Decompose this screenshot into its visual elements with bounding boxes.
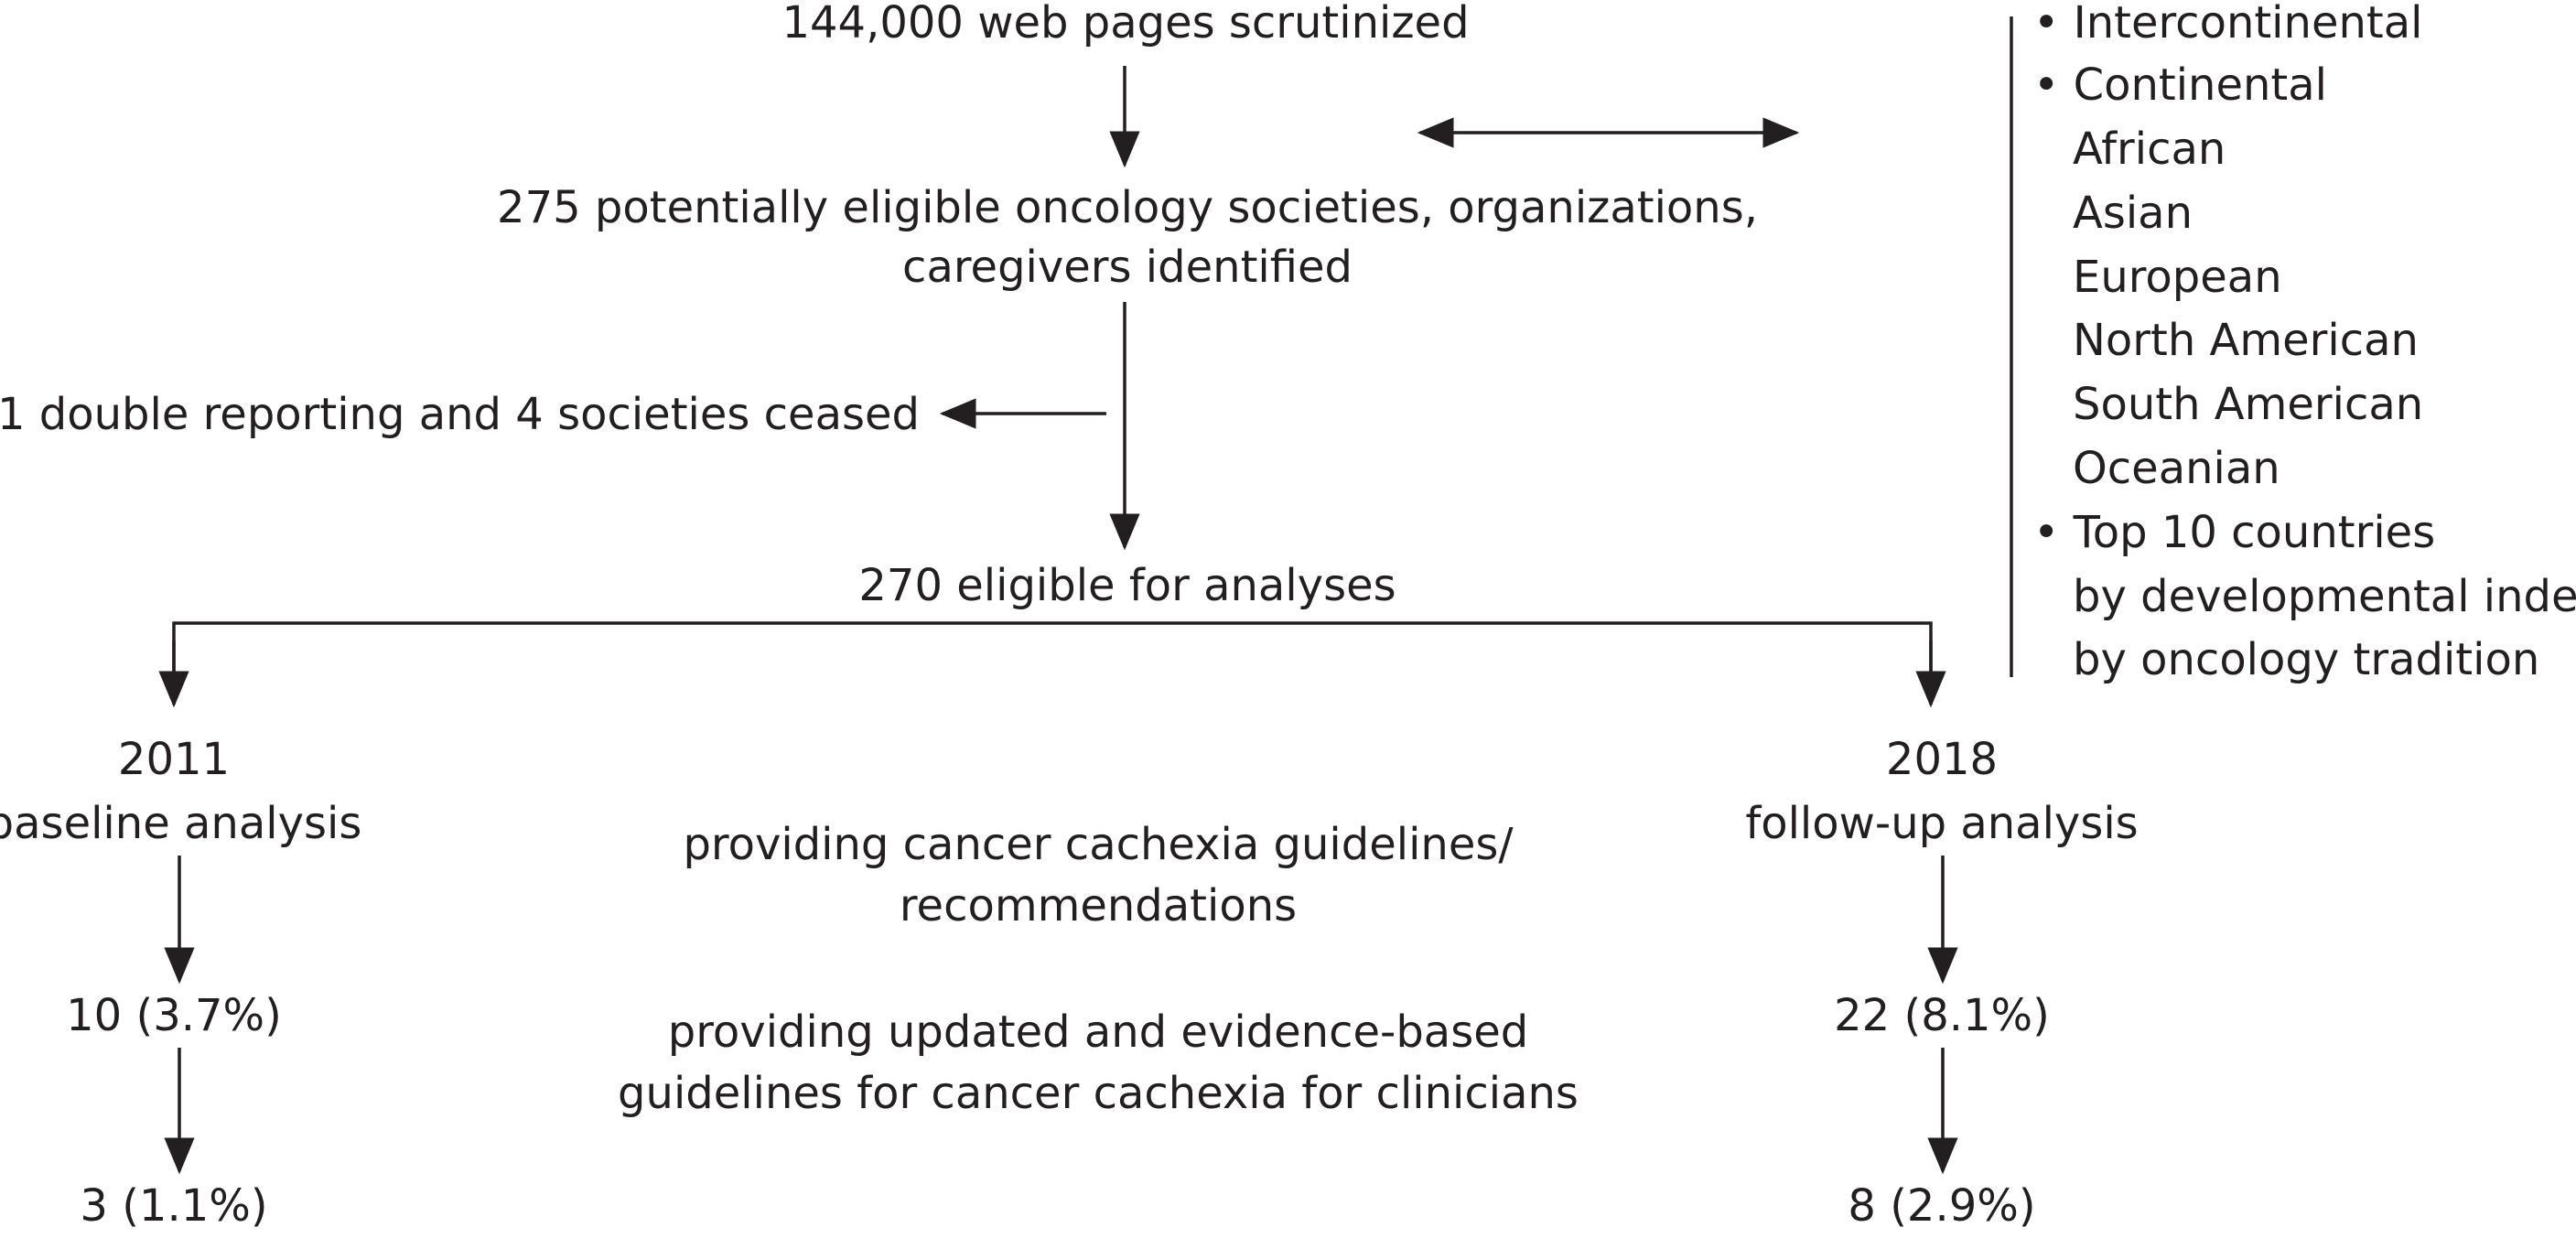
excluded-label: 1 double reporting and 4 societies cease… <box>0 389 920 440</box>
category-asian: Asian <box>2073 188 2193 239</box>
criteria-updated-line1: providing updated and evidence-based <box>667 1007 1529 1058</box>
category-oceanian: Oceanian <box>2073 443 2280 494</box>
baseline-year: 2011 <box>117 734 231 785</box>
criteria-updated-line2: guidelines for cancer cachexia for clini… <box>618 1068 1579 1119</box>
followup-guidelines-count: 22 (8.1%) <box>1834 990 2050 1041</box>
identified-label-line1: 275 potentially eligible oncology societ… <box>497 182 1758 233</box>
followup-updated-count: 8 (2.9%) <box>1848 1180 2036 1232</box>
category-african: African <box>2073 124 2226 175</box>
category-oncology-tradition: by oncology tradition <box>2073 634 2540 685</box>
category-european: European <box>2073 252 2282 303</box>
category-south-american: South American <box>2073 379 2424 430</box>
category-intercontinental: • Intercontinental <box>2033 0 2423 48</box>
category-developmental-index: by developmental index <box>2073 571 2576 622</box>
identified-label-line2: caregivers identified <box>902 242 1353 293</box>
category-north-american: North American <box>2073 315 2419 366</box>
baseline-updated-count: 3 (1.1%) <box>80 1180 268 1232</box>
criteria-guidelines-line1: providing cancer cachexia guidelines/ <box>683 819 1514 870</box>
category-top10: • Top 10 countries <box>2033 507 2436 558</box>
scrutinized-label: 144,000 web pages scrutinized <box>781 0 1470 48</box>
category-continental: • Continental <box>2033 59 2327 111</box>
criteria-guidelines-line2: recommendations <box>899 880 1298 931</box>
followup-year: 2018 <box>1885 734 1999 785</box>
followup-label: follow-up analysis <box>1745 798 2139 849</box>
eligible-label: 270 eligible for analyses <box>858 560 1396 611</box>
baseline-guidelines-count: 10 (3.7%) <box>66 990 282 1041</box>
baseline-label: baseline analysis <box>0 798 362 849</box>
split-connector <box>172 621 1933 703</box>
